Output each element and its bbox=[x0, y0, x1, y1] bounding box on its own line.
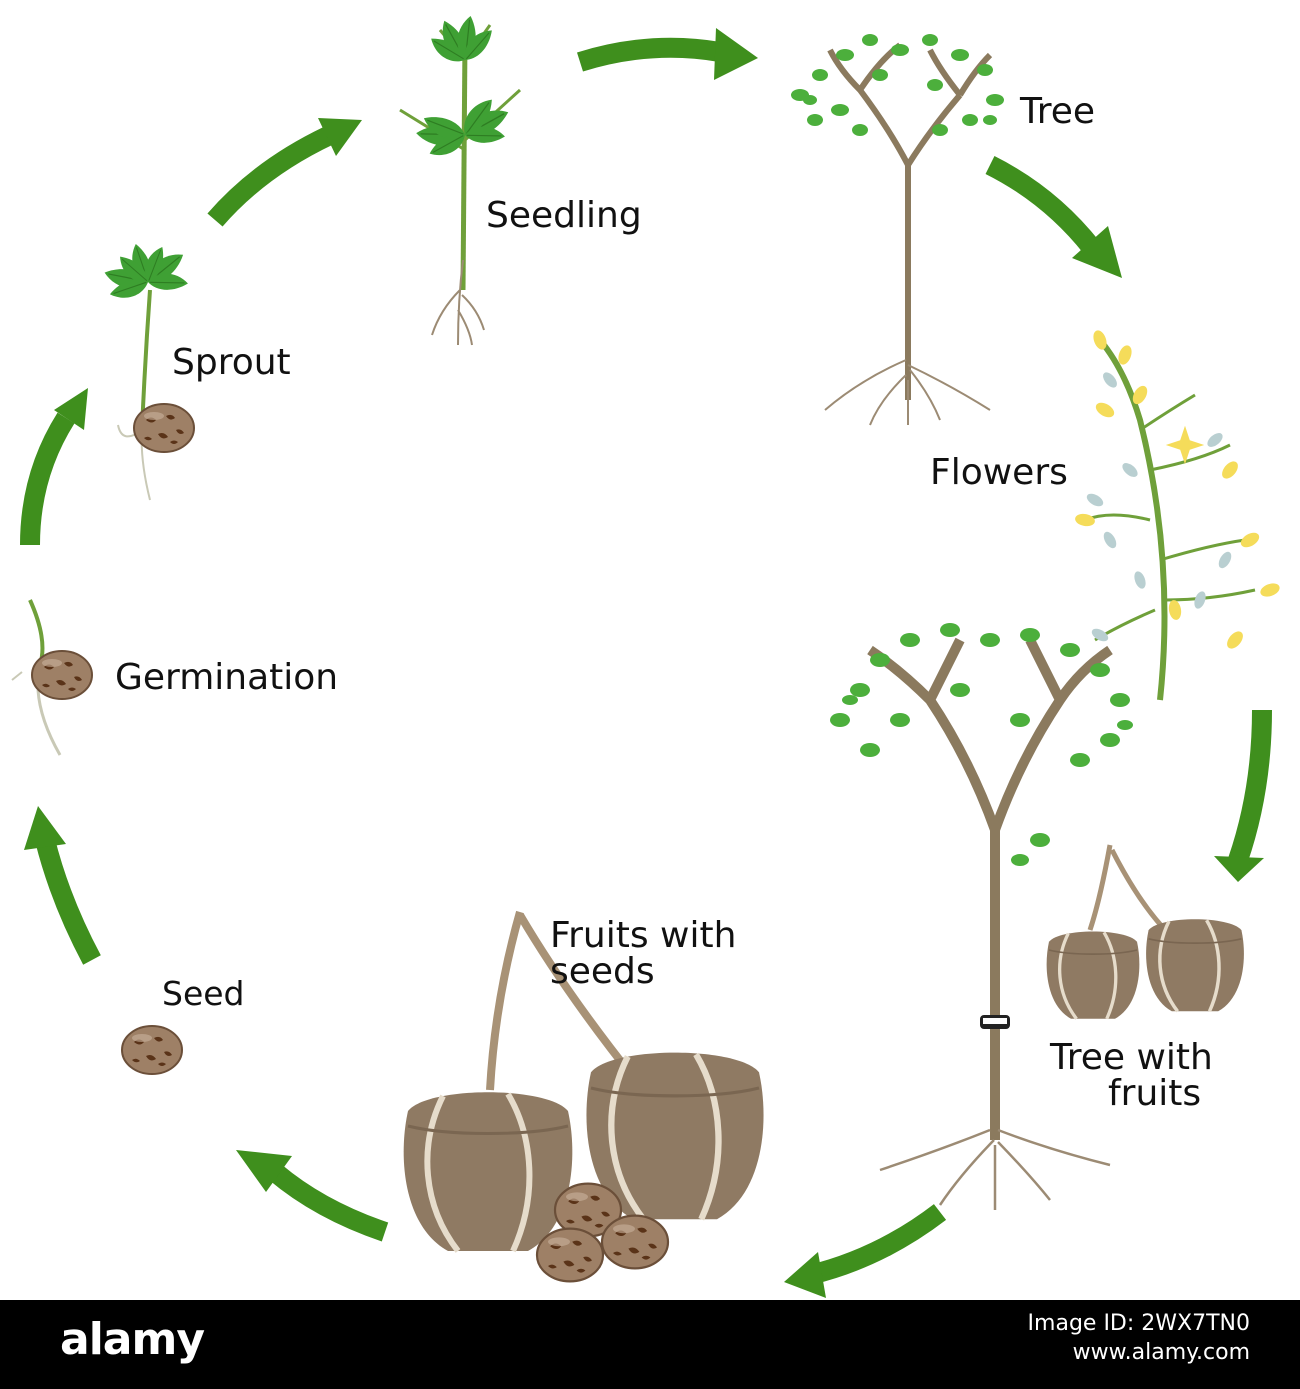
tree-illustration bbox=[791, 34, 1004, 426]
diagram-canvas bbox=[11, 13, 1282, 1298]
arrow-sprout-to-seedling bbox=[207, 125, 335, 227]
cycle-arrows bbox=[20, 37, 1272, 1285]
image-id-label: Image ID: 2WX7TN0 bbox=[1027, 1311, 1250, 1336]
label-fruits-with-seeds-line1: Fruits with bbox=[550, 915, 737, 956]
label-seed: Seed bbox=[162, 974, 245, 1013]
label-fruits-with-seeds: Fruits with seeds bbox=[550, 918, 736, 990]
sprout-illustration bbox=[101, 241, 195, 501]
label-tree: Tree bbox=[1020, 91, 1096, 132]
label-tree-with-fruits-line1: Tree with bbox=[1050, 1037, 1213, 1078]
flowers-illustration bbox=[1074, 328, 1282, 701]
image-id-block: Image ID: 2WX7TN0 www.alamy.com bbox=[1028, 1310, 1250, 1367]
seedling-illustration bbox=[399, 13, 522, 346]
arrow-flowers-to-fruiting-tree bbox=[1228, 709, 1272, 864]
watermark-footer: alamy Image ID: 2WX7TN0 www.alamy.com bbox=[0, 1300, 1300, 1389]
arrow-seedling-to-tree bbox=[577, 37, 722, 72]
label-tree-with-fruits: Tree with fruits bbox=[1050, 1040, 1213, 1112]
label-fruits-with-seeds-line2: seeds bbox=[550, 951, 655, 992]
arrow-germination-to-sprout bbox=[20, 412, 75, 546]
germination-illustration bbox=[11, 599, 93, 756]
label-flowers: Flowers bbox=[930, 452, 1068, 493]
arrow-fruits-to-seed bbox=[268, 1164, 389, 1242]
label-tree-with-fruits-line2: fruits bbox=[1108, 1073, 1202, 1114]
fruiting-tree-illustration bbox=[830, 623, 1133, 1210]
arrow-tree-to-flowers bbox=[985, 156, 1100, 255]
label-seedling: Seedling bbox=[486, 195, 642, 236]
arrow-heads bbox=[24, 28, 1264, 1298]
fruits-with-seeds-illustration bbox=[404, 910, 764, 1283]
arrow-seed-to-germination bbox=[35, 837, 101, 965]
brand-logo: alamy bbox=[60, 1314, 205, 1365]
small-fruits-illustration bbox=[1044, 844, 1246, 1021]
site-url: www.alamy.com bbox=[1072, 1339, 1250, 1365]
life-cycle-diagram: Seedling Tree Flowers Tree with fruits F… bbox=[11, 13, 1282, 1298]
arrow-fruiting-tree-to-fruits bbox=[807, 1204, 947, 1285]
seed-illustration bbox=[121, 1025, 183, 1075]
label-sprout: Sprout bbox=[172, 342, 291, 383]
label-germination: Germination bbox=[115, 657, 339, 698]
